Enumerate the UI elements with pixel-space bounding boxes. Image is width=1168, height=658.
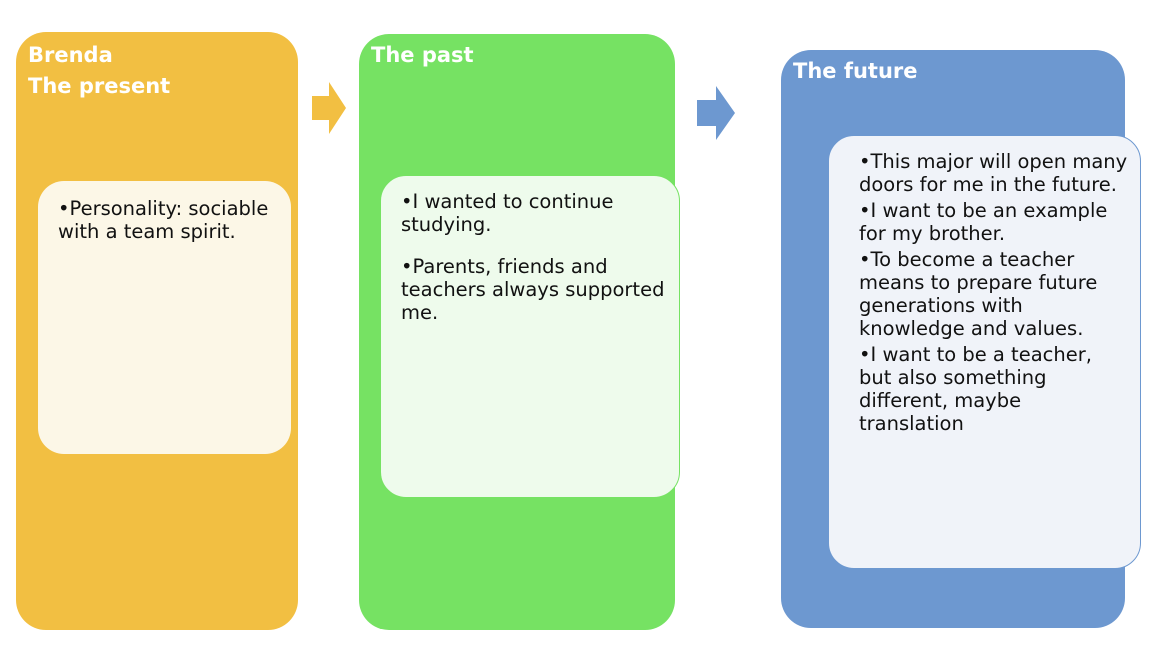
- present-panel-title: Brenda The present: [28, 40, 170, 102]
- future-heading: The future: [793, 59, 918, 83]
- bullet-text: Personality: sociable with a team spirit…: [58, 197, 269, 243]
- bullet-item: •I wanted to continue studying.: [401, 190, 667, 236]
- bullet-item: •To become a teacher means to prepare fu…: [859, 248, 1130, 340]
- present-card: •Personality: sociable with a team spiri…: [38, 181, 291, 454]
- bullet-text: Parents, friends and teachers always sup…: [401, 255, 665, 324]
- past-card: •I wanted to continue studying. •Parents…: [380, 175, 680, 498]
- bullet-item: •I want to be an example for my brother.: [859, 199, 1130, 245]
- bullet-icon: •: [401, 190, 413, 213]
- bullet-icon: •: [859, 199, 871, 222]
- bullet-text: I wanted to continue studying.: [401, 190, 614, 236]
- bullet-text: I want to be an example for my brother.: [859, 199, 1108, 245]
- present-bullet-list: •Personality: sociable with a team spiri…: [58, 197, 281, 243]
- bullet-text: To become a teacher means to prepare fut…: [859, 248, 1098, 340]
- bullet-item: •This major will open many doors for me …: [859, 150, 1130, 196]
- past-bullet-list: •I wanted to continue studying. •Parents…: [401, 190, 667, 324]
- bullet-item: •Personality: sociable with a team spiri…: [58, 197, 281, 243]
- bullet-icon: •: [58, 197, 70, 220]
- past-heading: The past: [371, 43, 474, 67]
- bullet-item: •Parents, friends and teachers always su…: [401, 255, 667, 324]
- bullet-icon: •: [401, 255, 413, 278]
- future-card: •This major will open many doors for me …: [828, 135, 1141, 569]
- person-name: Brenda: [28, 43, 113, 67]
- bullet-text: This major will open many doors for me i…: [859, 150, 1128, 196]
- bullet-icon: •: [859, 248, 871, 271]
- present-heading: The present: [28, 74, 171, 98]
- future-bullet-list: •This major will open many doors for me …: [859, 150, 1130, 435]
- bullet-item: •I want to be a teacher, but also someth…: [859, 343, 1130, 435]
- bullet-icon: •: [859, 150, 871, 173]
- right-arrow-icon: [697, 86, 735, 140]
- right-arrow-icon: [312, 82, 346, 134]
- bullet-text: I want to be a teacher, but also somethi…: [859, 343, 1092, 435]
- bullet-icon: •: [859, 343, 871, 366]
